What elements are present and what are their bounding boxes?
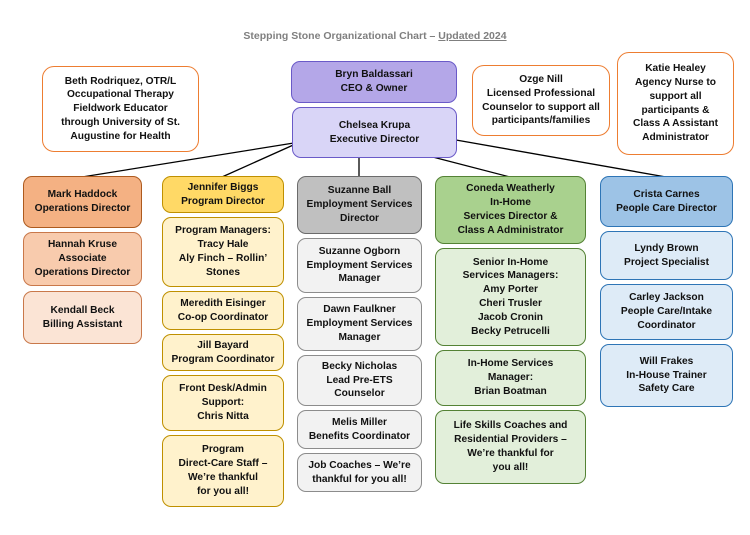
updated-label: Updated 2024 — [438, 30, 507, 42]
connector-exec-inhome — [424, 154, 511, 178]
inhome-item: In-Home Services Manager: Brian Boatman — [435, 350, 586, 406]
program-item: Program Direct-Care Staff – We’re thankf… — [162, 435, 284, 507]
note-occupational-therapy: Beth Rodriquez, OTR/L Occupational Thera… — [42, 66, 199, 152]
program-director-box: Jennifer Biggs Program Director — [162, 176, 284, 213]
ceo-box: Bryn Baldassari CEO & Owner — [291, 61, 457, 103]
employment-item: Job Coaches – We’re thankful for you all… — [297, 453, 422, 492]
chart-title: Stepping Stone Organizational Chart – Up… — [0, 30, 750, 42]
connector-exec-program — [221, 141, 301, 178]
inhome-item: Senior In-Home Services Managers: Amy Po… — [435, 248, 586, 346]
employment-item: Melis Miller Benefits Coordinator — [297, 410, 422, 449]
executive-director-box: Chelsea Krupa Executive Director — [292, 107, 457, 158]
note-agency-nurse: Katie Healey Agency Nurse to support all… — [617, 52, 734, 155]
employment-item: Becky Nicholas Lead Pre-ETS Counselor — [297, 355, 422, 406]
inhome-item: Life Skills Coaches and Residential Prov… — [435, 410, 586, 484]
inhome-director-box: Coneda Weatherly In-Home Services Direct… — [435, 176, 586, 244]
operations-item: Hannah Kruse Associate Operations Direct… — [23, 232, 142, 286]
program-item: Program Managers: Tracy Hale Aly Finch –… — [162, 217, 284, 287]
employment-item: Dawn Faulkner Employment Services Manage… — [297, 297, 422, 351]
program-item: Front Desk/Admin Support: Chris Nitta — [162, 375, 284, 431]
peoplecare-item: Will Frakes In-House Trainer Safety Care — [600, 344, 733, 407]
note-counselor: Ozge Nill Licensed Professional Counselo… — [472, 65, 610, 136]
employment-item: Suzanne Ogborn Employment Services Manag… — [297, 238, 422, 293]
program-item: Meredith Eisinger Co-op Coordinator — [162, 291, 284, 330]
peoplecare-director-box: Crista Carnes People Care Director — [600, 176, 733, 227]
peoplecare-item: Carley Jackson People Care/Intake Coordi… — [600, 284, 733, 340]
chart-title-text: Stepping Stone Organizational Chart – — [243, 30, 439, 42]
peoplecare-item: Lyndy Brown Project Specialist — [600, 231, 733, 280]
employment-director-box: Suzanne Ball Employment Services Directo… — [297, 176, 422, 234]
operations-item: Kendall Beck Billing Assistant — [23, 291, 142, 344]
program-item: Jill Bayard Program Coordinator — [162, 334, 284, 371]
operations-director-box: Mark Haddock Operations Director — [23, 176, 142, 228]
